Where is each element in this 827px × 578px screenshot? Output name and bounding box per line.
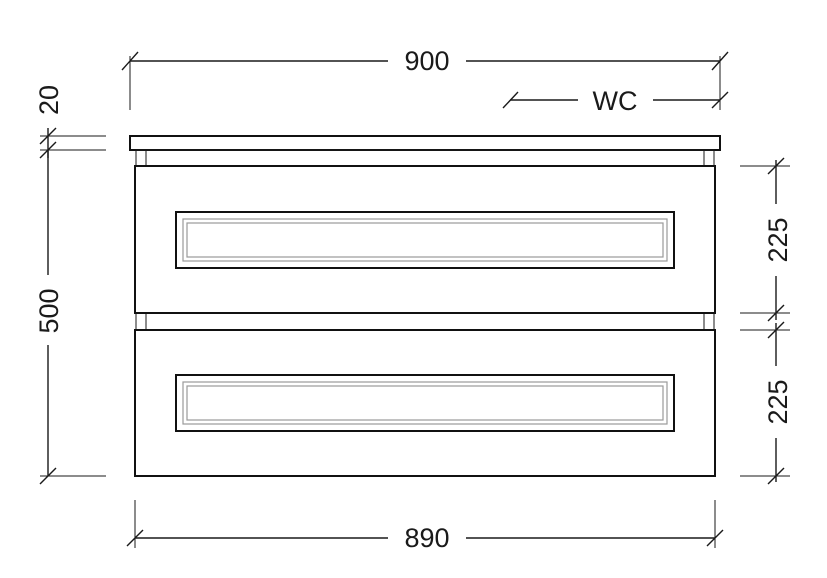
- drawer-bottom-handle-inset: [182, 381, 668, 425]
- tick-mark: [39, 467, 57, 485]
- tick-mark: [502, 91, 519, 109]
- tick-mark: [767, 467, 785, 485]
- drawer-bottom-handle: [175, 374, 675, 432]
- dimension-bottom-width: 890: [126, 500, 724, 553]
- label-drawer-bottom-height: 225: [763, 379, 793, 424]
- label-drawer-top-height: 225: [763, 217, 793, 262]
- drawer-top-handle-inset-inner: [186, 222, 664, 258]
- drawer-top-handle-inset: [182, 218, 668, 262]
- tick-mark: [767, 321, 785, 339]
- tick-mark: [767, 304, 785, 322]
- tick-mark: [126, 529, 144, 547]
- tick-mark: [39, 127, 57, 145]
- tick-mark: [711, 91, 729, 109]
- tick-mark: [121, 51, 139, 71]
- label-total-height: 500: [34, 288, 64, 333]
- vanity-cabinet: [129, 135, 721, 477]
- dimension-drawer-heights: 225 225: [740, 157, 793, 485]
- tick-mark: [767, 157, 785, 175]
- dimension-top-width: 900: [121, 46, 729, 110]
- dimension-top-thickness: 20: [34, 85, 106, 159]
- dimension-total-height: 500: [34, 150, 106, 485]
- drawer-bottom-handle-inset-inner: [186, 385, 664, 421]
- label-top-width: 900: [404, 46, 449, 76]
- label-bottom-width: 890: [404, 523, 449, 553]
- countertop: [129, 135, 721, 151]
- label-wc: WC: [593, 86, 638, 116]
- label-top-thickness: 20: [34, 85, 64, 115]
- dimension-wc: WC: [502, 86, 729, 116]
- tick-mark: [706, 529, 724, 547]
- drawer-top-handle: [175, 211, 675, 269]
- tick-mark: [711, 51, 729, 71]
